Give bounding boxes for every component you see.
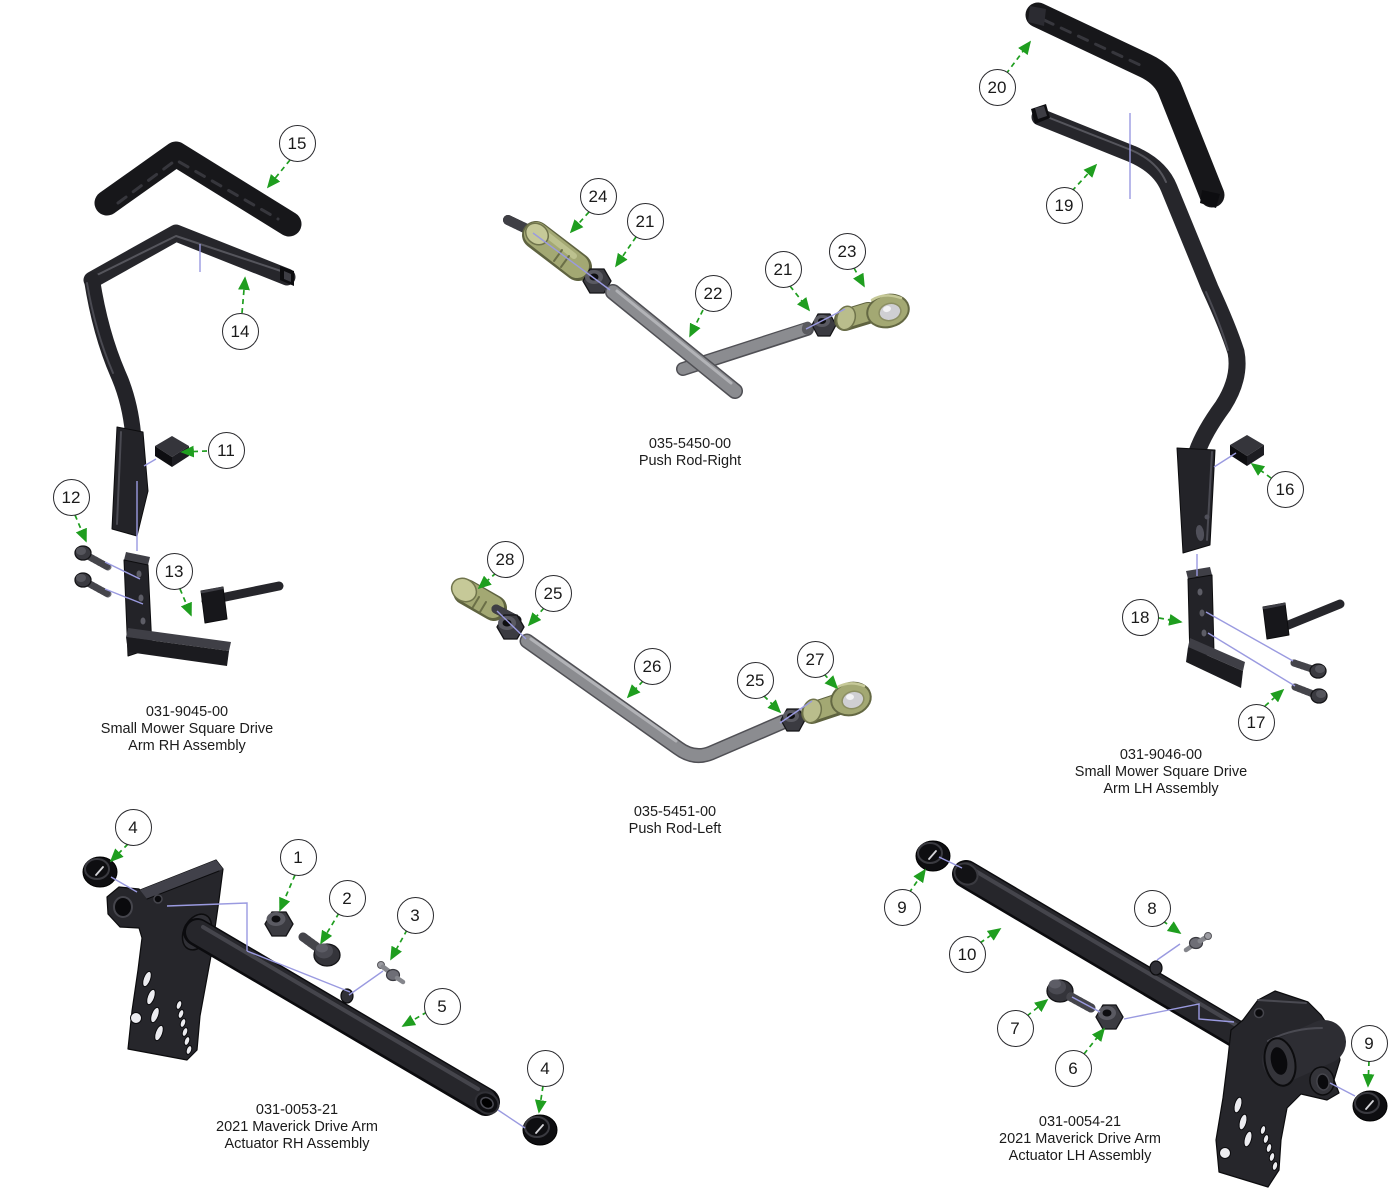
- part-number: 031-0053-21: [255, 1102, 339, 1118]
- assembly-name-line: Push Rod-Right: [638, 453, 742, 469]
- push-rod-right-drawing: [503, 215, 910, 399]
- assembly-name-line: Actuator LH Assembly: [1008, 1148, 1152, 1164]
- assembly-name-line: Arm RH Assembly: [128, 738, 246, 754]
- push-rod-left-drawing: [450, 577, 872, 764]
- assembly-label-arm-rh: 031-9045-00 Small Mower Square Drive Arm…: [101, 704, 273, 755]
- part-number: 035-5451-00: [633, 804, 717, 820]
- assembly-label-actuator-rh: 031-0053-21 2021 Maverick Drive Arm Actu…: [216, 1102, 378, 1153]
- assembly-label-arm-lh: 031-9046-00 Small Mower Square Drive Arm…: [1075, 747, 1247, 798]
- arm-rh-assembly-drawing: [74, 141, 302, 666]
- assembly-name-line: Arm LH Assembly: [1103, 781, 1219, 797]
- actuator-rh-assembly-drawing: [82, 856, 558, 1146]
- part-number: 031-9046-00: [1119, 747, 1203, 763]
- actuator-lh-assembly-drawing: [915, 840, 1388, 1188]
- assembly-name-line: 2021 Maverick Drive Arm: [999, 1131, 1161, 1147]
- assembly-label-push-rod-left: 035-5451-00 Push Rod-Left: [629, 804, 722, 838]
- part-number: 031-9045-00: [145, 704, 229, 720]
- assembly-name-line: 2021 Maverick Drive Arm: [216, 1119, 378, 1135]
- part-number: 035-5450-00: [648, 436, 732, 452]
- assembly-label-push-rod-right: 035-5450-00 Push Rod-Right: [639, 436, 741, 470]
- assembly-name-line: Actuator RH Assembly: [224, 1136, 370, 1152]
- arm-lh-assembly-drawing: [1025, 2, 1345, 704]
- assembly-label-actuator-lh: 031-0054-21 2021 Maverick Drive Arm Actu…: [999, 1114, 1161, 1165]
- part-number: 031-0054-21: [1038, 1114, 1122, 1130]
- assembly-name-line: Push Rod-Left: [628, 821, 722, 837]
- assembly-name-line: Small Mower Square Drive: [1074, 764, 1248, 780]
- exploded-leader-lines: [104, 113, 1356, 1129]
- assembly-name-line: Small Mower Square Drive: [100, 721, 274, 737]
